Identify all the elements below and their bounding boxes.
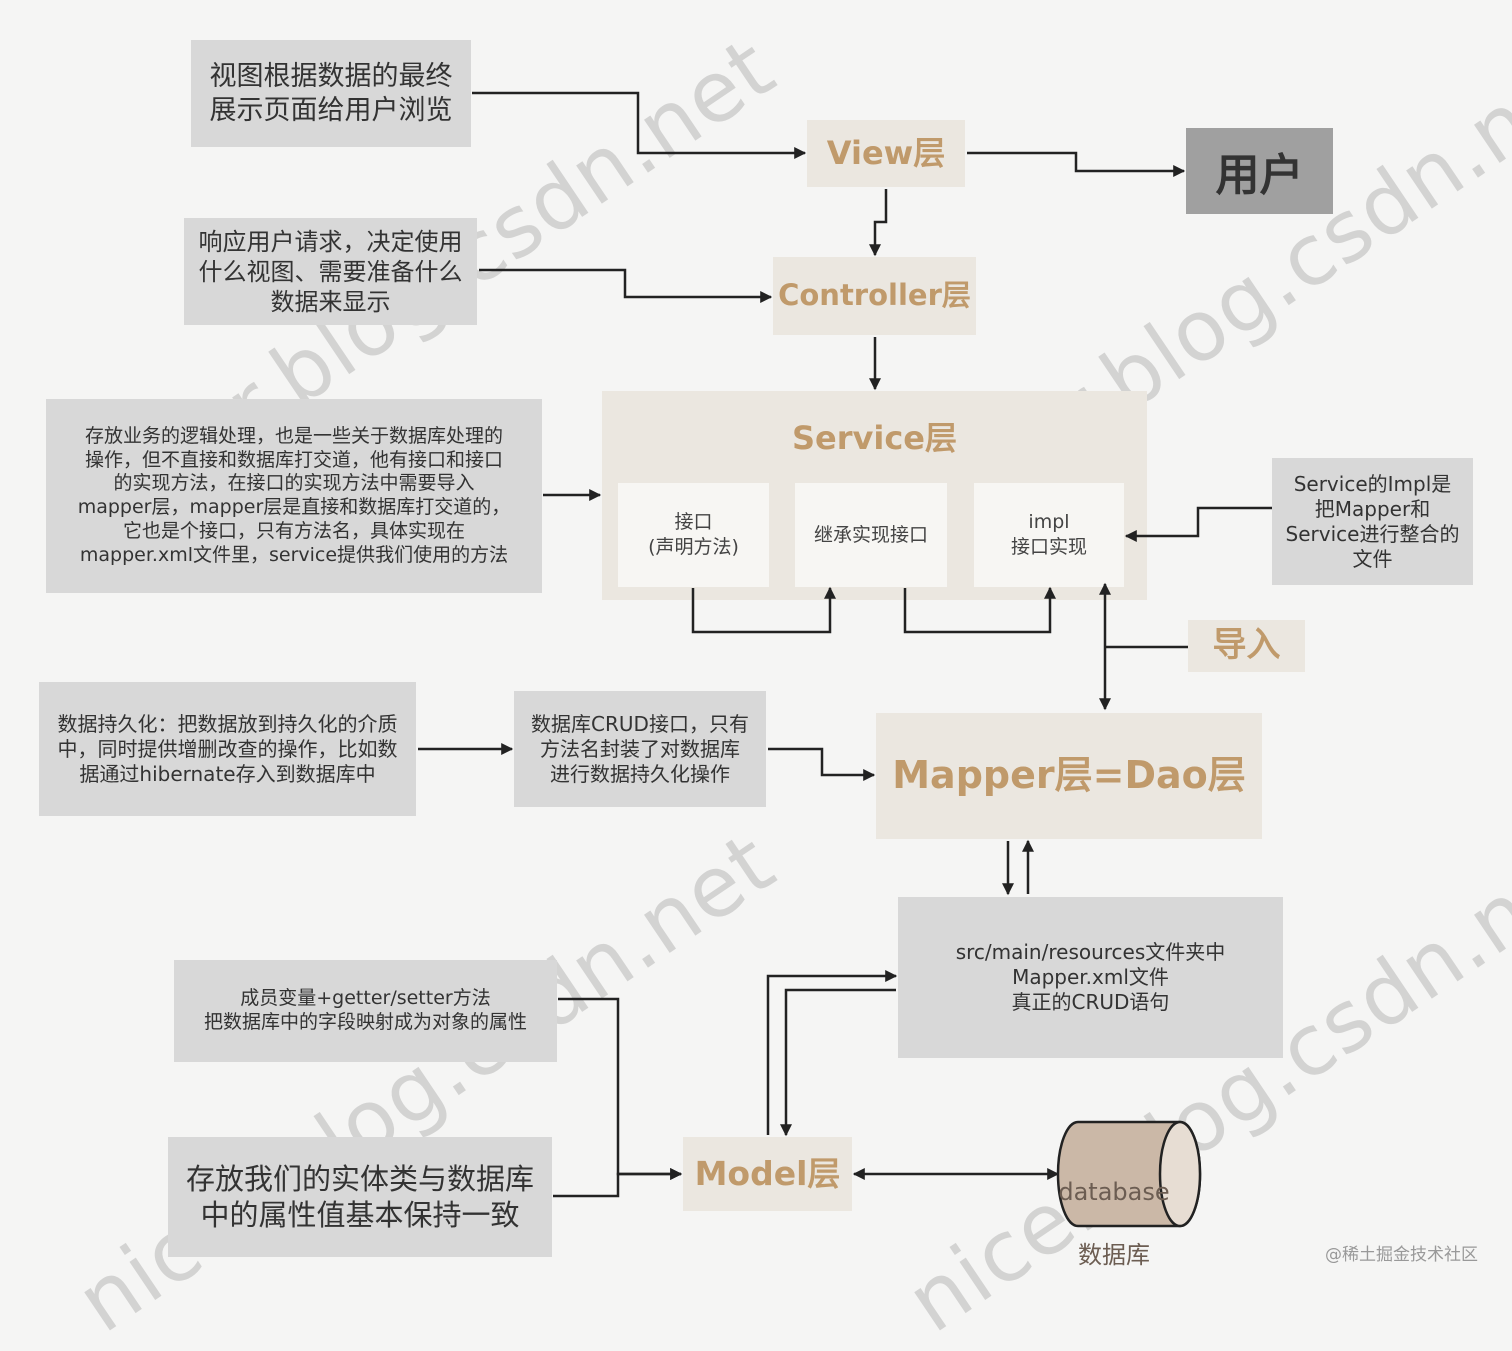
service-layer-title: Service层: [791, 419, 958, 457]
arrow-model-to-xml: [766, 970, 898, 1135]
architecture-diagram: nicer.blog.csdn.net nicer.blog.csdn.net …: [39, 19, 1512, 1351]
arrow-crud-to-mapper: [768, 747, 876, 781]
crud-interface-note: 数据库CRUD接口，只有 方法名封装了对数据库 进行数据持久化操作: [514, 691, 766, 807]
impl-description-note: Service的Impl是 把Mapper和 Service进行整合的 文件: [1272, 458, 1473, 585]
view-layer: View层: [807, 120, 965, 187]
mapper-dao-layer: Mapper层=Dao层: [876, 713, 1262, 839]
service-inherit-box: 继承实现接口: [795, 483, 947, 587]
arrow-view-to-user: [967, 151, 1186, 177]
service-description-note: 存放业务的逻辑处理，也是一些关于数据库处理的 操作，但不直接和数据库打交道，他有…: [46, 399, 542, 593]
database-label: database 数据库: [1058, 1146, 1170, 1271]
model-layer: Model层: [683, 1137, 852, 1211]
database-label-en: database: [1058, 1178, 1170, 1207]
member-variables-note: 成员变量+getter/setter方法 把数据库中的字段映射成为对象的属性: [174, 960, 557, 1062]
mapper-xml-note: src/main/resources文件夹中 Mapper.xml文件 真正的C…: [898, 897, 1283, 1058]
entity-class-note: 存放我们的实体类与数据库 中的属性值基本保持一致: [168, 1137, 552, 1257]
arrow-view-to-controller: [869, 189, 888, 257]
controller-description-note: 响应用户请求，决定使用 什么视图、需要准备什么 数据来显示: [184, 218, 477, 325]
controller-layer: Controller层: [773, 257, 976, 335]
view-description-note: 视图根据数据的最终 展示页面给用户浏览: [191, 40, 471, 147]
service-interface-box: 接口 (声明方法): [618, 483, 769, 587]
import-label: 导入: [1188, 620, 1305, 672]
watermark: nicer.blog.csdn.net: [60, 813, 792, 1351]
database-label-cn: 数据库: [1078, 1240, 1150, 1269]
arrow-impl-note-to-impl: [1124, 506, 1272, 542]
user-box: 用户: [1186, 128, 1333, 214]
watermark: nicer.blog.csdn.net: [890, 813, 1512, 1351]
service-impl-box: impl 接口实现: [974, 483, 1124, 587]
arrow-entity-note-to-model: [553, 1168, 683, 1198]
arrow-xml-to-model: [780, 988, 896, 1137]
persistence-description-note: 数据持久化：把数据放到持久化的介质 中，同时提供增删改查的操作，比如数 据通过h…: [39, 682, 416, 816]
footer-credit: @稀土掘金技术社区: [1325, 1245, 1478, 1265]
